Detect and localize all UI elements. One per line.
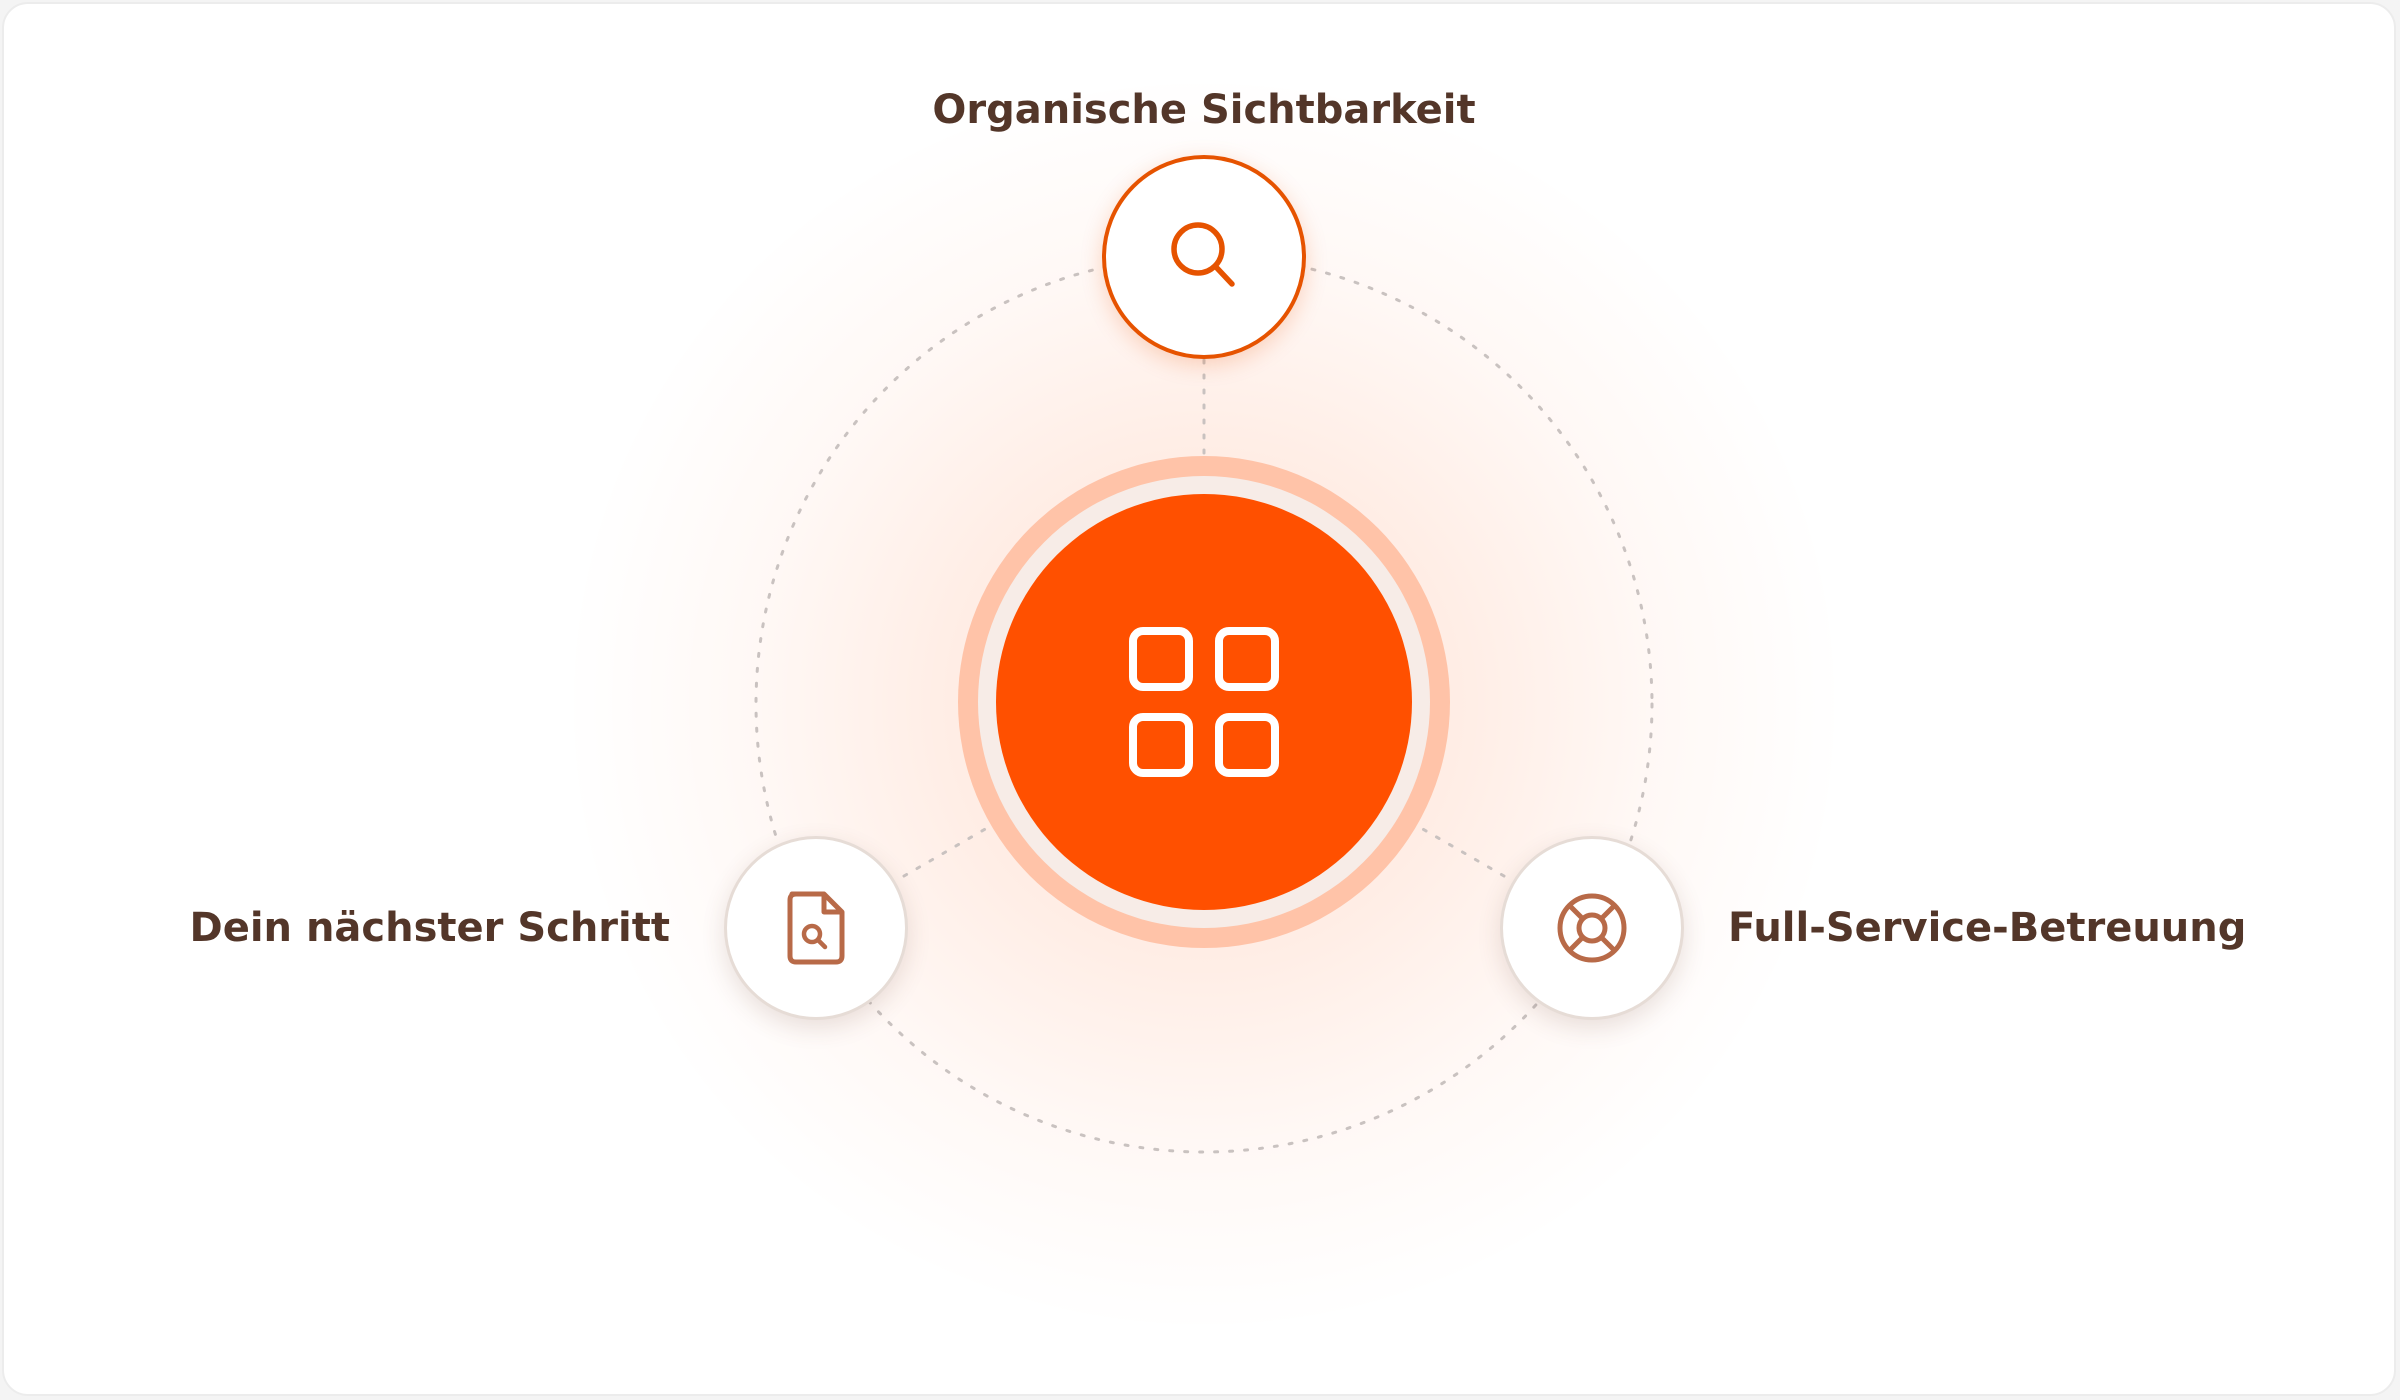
label-organische-sichtbarkeit: Organische Sichtbarkeit bbox=[932, 87, 1476, 133]
label-dein-naechster-schritt: Dein nächster Schritt bbox=[189, 905, 671, 951]
lifebuoy-icon bbox=[1557, 893, 1627, 963]
orbit-circle bbox=[754, 254, 1654, 1154]
spoke-left bbox=[902, 822, 996, 878]
file-search-icon bbox=[787, 891, 845, 965]
grid-apps-icon bbox=[1129, 627, 1279, 777]
central-hub bbox=[996, 494, 1412, 910]
label-full-service-betreuung: Full-Service-Betreuung bbox=[1728, 905, 2247, 951]
spoke-right bbox=[1412, 822, 1506, 878]
node-full-service-betreuung[interactable] bbox=[1500, 836, 1684, 1020]
node-dein-naechster-schritt[interactable] bbox=[724, 836, 908, 1020]
connector-lines bbox=[754, 254, 1654, 1154]
search-icon bbox=[1171, 222, 1235, 287]
node-organische-sichtbarkeit[interactable] bbox=[1102, 155, 1306, 359]
